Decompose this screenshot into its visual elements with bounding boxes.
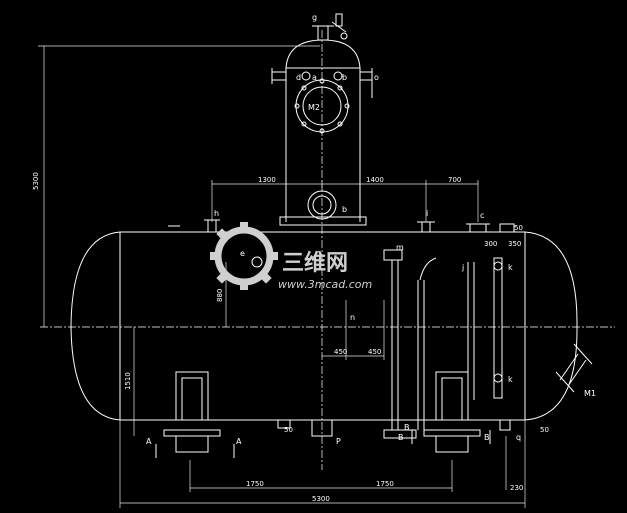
internals [251, 249, 503, 439]
label-e: e [240, 249, 245, 258]
dim-1750-right: 1750 [376, 480, 394, 488]
label-k-upper: k [508, 263, 513, 272]
section-b-right: B [484, 433, 490, 442]
label-m2: M2 [308, 103, 320, 112]
dome-base-flange [279, 216, 367, 226]
section-b-left: B [404, 423, 410, 432]
section-a-left: A [146, 437, 152, 446]
nozzle-labels: g d a b o M2 b h i c e m j k k n M1 P B … [214, 13, 596, 446]
label-p: P [336, 437, 341, 446]
label-j: j [461, 263, 464, 272]
dim-50-left: 50 [284, 426, 293, 434]
sump-boots [163, 371, 511, 453]
dim-350: 350 [508, 240, 521, 248]
dim-50-top: 50 [514, 224, 523, 232]
section-a-right: A [236, 437, 242, 446]
label-b-base: B [398, 433, 404, 442]
shell-top-nozzles [168, 219, 515, 233]
label-o: o [374, 73, 379, 82]
manway-m1 [555, 343, 593, 393]
watermark-url: www.3mcad.com [278, 278, 372, 291]
label-q: q [516, 433, 521, 442]
dimension-texts: 5300 1300 1400 700 880 1510 1750 1750 53… [32, 172, 549, 503]
label-i: i [426, 209, 428, 218]
dome-shell [285, 39, 361, 222]
gear-icon [210, 222, 278, 290]
dim-880: 880 [216, 289, 224, 302]
dim-overall-height: 5300 [32, 172, 40, 190]
dim-450-right: 450 [368, 348, 381, 356]
dim-300: 300 [484, 240, 497, 248]
lower-nozzle-flange [307, 190, 337, 220]
label-d: d [296, 73, 301, 82]
inlet-nozzle-e [251, 256, 263, 268]
label-k-lower: k [508, 375, 513, 384]
section-mark-labels: A A B B [146, 423, 490, 446]
section-marks [155, 430, 491, 458]
label-c: c [480, 211, 484, 220]
level-gauge [493, 257, 503, 399]
dim-1300: 1300 [258, 176, 276, 184]
vertical-dome [271, 13, 373, 226]
manway-m2-bolts [294, 78, 350, 134]
top-vent-nozzle [317, 25, 329, 41]
horizontal-vessel [40, 30, 615, 470]
manway-m2-flange [295, 79, 349, 133]
label-m1: M1 [584, 389, 596, 398]
dim-1400: 1400 [366, 176, 384, 184]
label-m: m [396, 243, 404, 252]
watermark-brand: 三维网 [282, 250, 348, 276]
label-g: g [312, 13, 317, 22]
label-a: a [312, 73, 317, 82]
dim-1750-left: 1750 [246, 480, 264, 488]
watermark: 三维网 www.3mcad.com [210, 222, 372, 291]
dim-700: 700 [448, 176, 461, 184]
dim-overall-length: 5300 [312, 495, 330, 503]
label-h: h [214, 209, 219, 218]
right-head [524, 231, 578, 421]
dim-1510: 1510 [124, 372, 132, 390]
dim-50-right: 50 [540, 426, 549, 434]
dim-450-left: 450 [334, 348, 347, 356]
label-b-top: b [342, 73, 347, 82]
label-b-top2: b [342, 205, 347, 214]
manway-m2-bore [302, 86, 342, 126]
left-head [70, 231, 121, 421]
dimension-lines [38, 45, 526, 508]
dim-230: 230 [510, 484, 523, 492]
label-n: n [350, 313, 355, 322]
